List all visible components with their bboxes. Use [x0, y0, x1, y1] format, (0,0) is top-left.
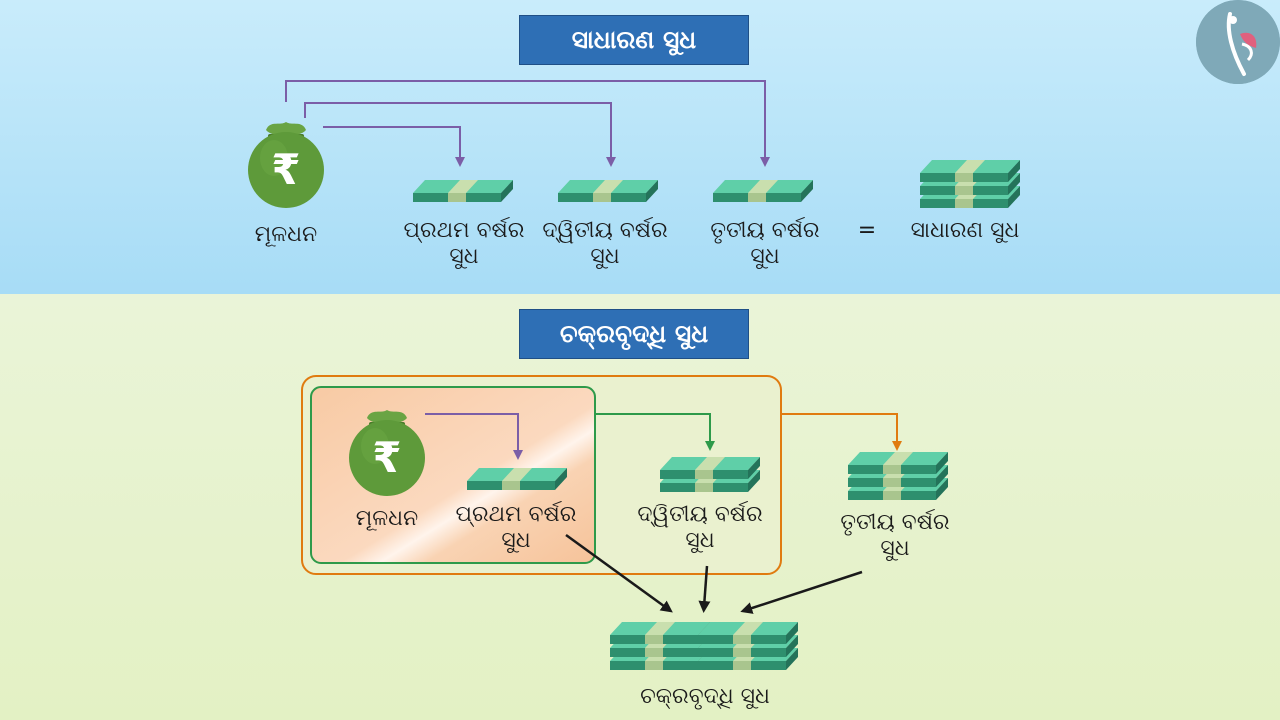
- cash-stack-icon: [698, 622, 798, 670]
- cash-stack-icon: [660, 457, 760, 492]
- arrow-year2: [304, 102, 616, 167]
- rupee-symbol: ₹: [372, 433, 401, 482]
- cash-stack-icon: [713, 180, 813, 202]
- arrow-year3: [285, 80, 770, 167]
- rupee-symbol: ₹: [271, 145, 300, 194]
- year2-interest-label: ଦ୍ୱିତୀୟ ବର୍ଷର ସୁଧ: [530, 218, 680, 270]
- money-bag-icon: ₹: [349, 410, 425, 496]
- simple-interest-title: ସାଧାରଣ ସୁଧ: [519, 15, 749, 65]
- label-line: ତୃତୀୟ ବର୍ଷର: [840, 510, 950, 535]
- arrow-b-year1: [425, 413, 523, 460]
- arrow-to-total-2: [698, 565, 711, 613]
- arrow-b-year2: [596, 413, 715, 451]
- label-line: ସୁଧ: [501, 528, 531, 553]
- cash-stack-icon: [467, 468, 567, 490]
- arrow-b-year3: [781, 413, 902, 451]
- year1-interest-label: ପ୍ରଥମ ବର୍ଷର ସୁଧ: [436, 502, 596, 554]
- year2-interest-label: ଦ୍ୱିତୀୟ ବର୍ଷର ସୁଧ: [620, 502, 780, 554]
- arrow-to-total-3: [740, 570, 863, 614]
- year1-interest-label: ପ୍ରଥମ ବର୍ଷର ସୁଧ: [389, 218, 539, 270]
- label-line: ପ୍ରଥମ ବର୍ଷର: [455, 502, 577, 527]
- label-line: ସୁଧ: [880, 536, 910, 561]
- principal-label: ମୂଳଧନ: [254, 222, 318, 247]
- money-bag-icon: ₹: [248, 122, 324, 208]
- label-line: ସୁଧ: [750, 244, 780, 269]
- label-line: ସୁଧ: [449, 244, 479, 269]
- year3-interest-label: ତୃତୀୟ ବର୍ଷର ସୁଧ: [690, 218, 840, 270]
- label-line: ସୁଧ: [685, 528, 715, 553]
- logo-icon: [1196, 0, 1280, 84]
- compound-interest-title: ଚକ୍ରବୃଦ୍ଧି ସୁଧ: [519, 309, 749, 359]
- principal-label: ମୂଳଧନ: [355, 506, 419, 531]
- cash-stack-icon: [848, 452, 948, 500]
- label-line: ପ୍ରଥମ ବର୍ଷର: [403, 218, 525, 243]
- simple-interest-result-label: ସାଧାରଣ ସୁଧ: [910, 218, 1020, 243]
- arrow-to-total-1: [565, 533, 673, 613]
- compound-interest-result-label: ଚକ୍ରବୃଦ୍ଧି ସୁଧ: [640, 684, 770, 709]
- cash-stack-icon: [413, 180, 513, 202]
- label-line: ଦ୍ୱିତୀୟ ବର୍ଷର: [542, 218, 668, 243]
- cash-stack-icon: [558, 180, 658, 202]
- cash-stack-icon: [920, 160, 1020, 208]
- label-line: ଦ୍ୱିତୀୟ ବର୍ଷର: [637, 502, 763, 527]
- year3-interest-label: ତୃତୀୟ ବର୍ଷର ସୁଧ: [815, 510, 975, 562]
- cash-stack-icon: [610, 622, 710, 670]
- equals-sign: =: [857, 218, 877, 243]
- label-line: ସୁଧ: [590, 244, 620, 269]
- arrow-year1: [323, 126, 465, 167]
- label-line: ତୃତୀୟ ବର୍ଷର: [710, 218, 820, 243]
